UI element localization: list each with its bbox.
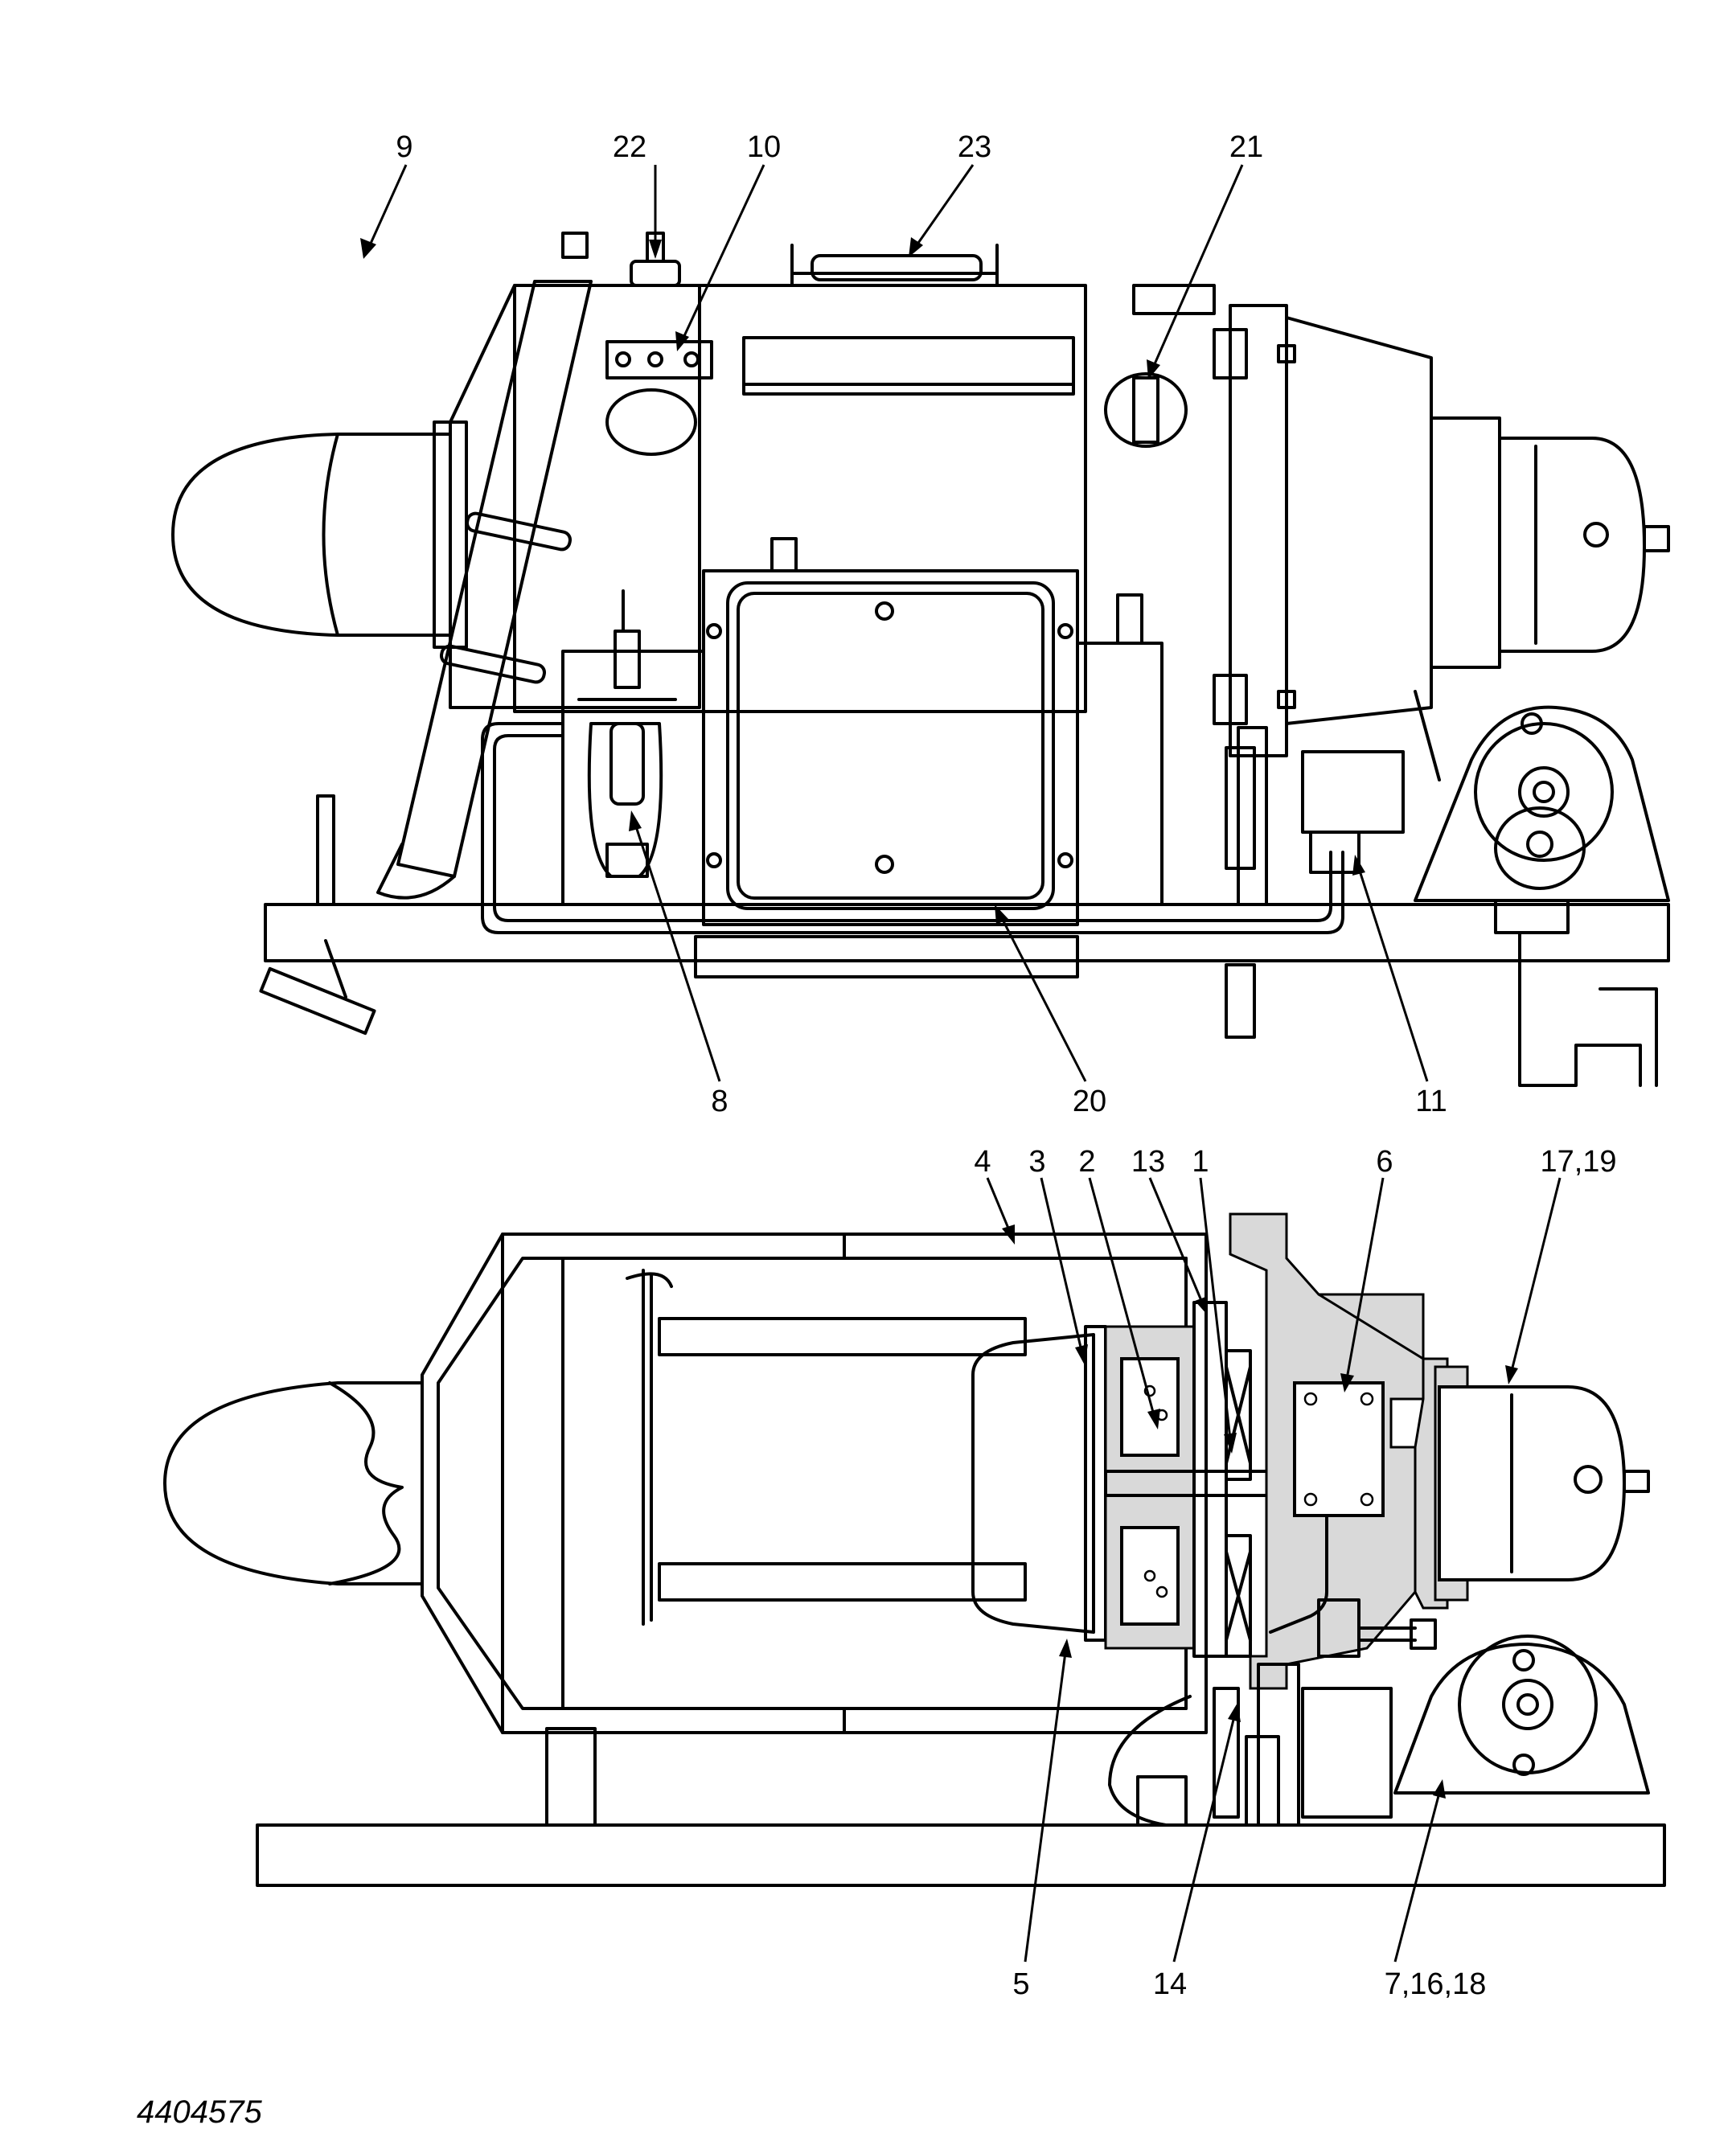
- top-view-callouts: 9 22 10 23 21 8 20 11: [396, 130, 1447, 1118]
- callout-22: 22: [613, 130, 646, 164]
- callout-21: 21: [1229, 130, 1263, 164]
- callout-9: 9: [396, 130, 412, 164]
- leader-lines: [360, 164, 1562, 1963]
- bottom-view-callouts: 4 3 2 13 1 6 17,19 5 14 7,16,18: [974, 1145, 1616, 2001]
- figure-number: 4404575: [137, 2094, 262, 2130]
- callout-17-19: 17,19: [1540, 1145, 1616, 1179]
- callout-6: 6: [1376, 1145, 1393, 1179]
- callout-8: 8: [711, 1085, 728, 1118]
- callout-10: 10: [747, 130, 781, 164]
- callout-11: 11: [1415, 1085, 1447, 1118]
- callout-13: 13: [1131, 1145, 1165, 1179]
- callout-14: 14: [1153, 1967, 1187, 2001]
- callout-20: 20: [1073, 1085, 1106, 1118]
- callout-3: 3: [1028, 1145, 1045, 1179]
- callout-23: 23: [958, 130, 991, 164]
- callout-2: 2: [1078, 1145, 1095, 1179]
- callout-1: 1: [1192, 1145, 1209, 1179]
- bottom-view-drawing: [163, 1212, 1666, 1887]
- top-view-drawing: [171, 232, 1670, 1087]
- callout-5: 5: [1012, 1967, 1029, 2001]
- callout-7-16-18: 7,16,18: [1385, 1967, 1487, 2001]
- callout-4: 4: [974, 1145, 991, 1179]
